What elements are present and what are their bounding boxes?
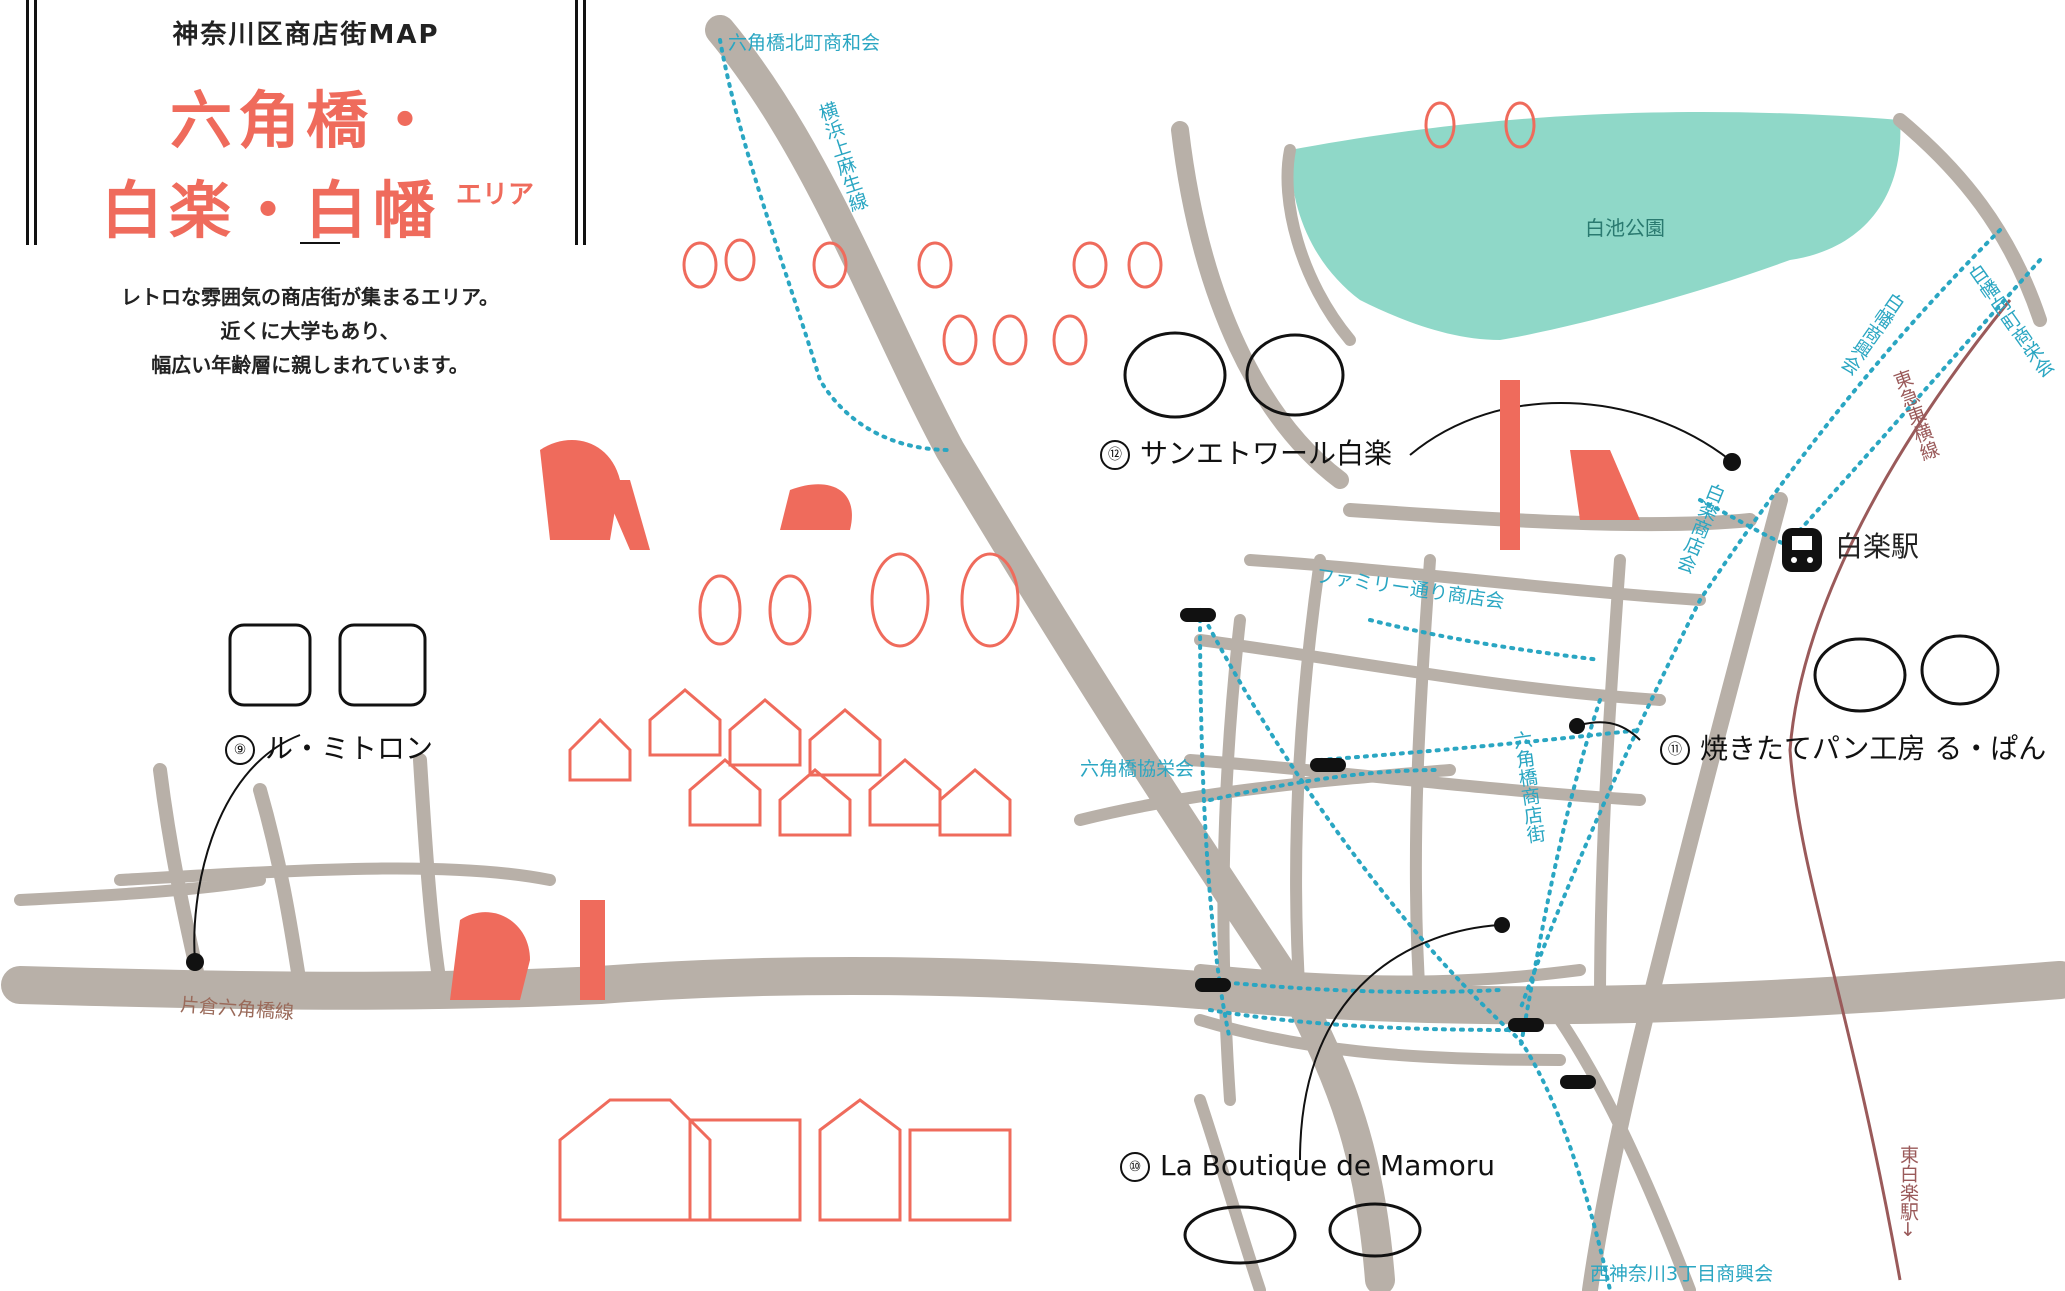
shop-number: ⑩ [1120, 1152, 1150, 1182]
bakery-item-illustrations [228, 331, 2000, 1265]
station-label[interactable]: 白楽駅 [1835, 530, 1920, 563]
bus-stops [1180, 608, 1596, 1089]
shop-name: ル・ミトロン [265, 732, 434, 765]
shopping-street-lines [718, 38, 2042, 1291]
shop-number: ⑫ [1100, 440, 1130, 470]
street-label-kitarokkaku: 六角橋北町商和会 [728, 32, 881, 54]
shop-label-mamoru[interactable]: ⑩ La Boutique de Mamoru [1120, 1152, 1495, 1182]
description-line: 幅広い年齢層に親しまれています。 [151, 353, 469, 377]
shop-name: La Boutique de Mamoru [1160, 1149, 1496, 1182]
street-label-rokkaku-kyoei: 六角橋協栄会 [1080, 758, 1195, 780]
map-subtitle: 神奈川区商店街MAP [172, 20, 440, 50]
map-title-suffix: エリア [456, 180, 535, 210]
title-divider [300, 242, 340, 244]
roads [1, 15, 2065, 1291]
railway-direction-label: 東白楽駅→ [1897, 1145, 1919, 1237]
house-illustrations [558, 688, 1012, 1222]
shop-name: 焼きたてパン工房 る・ぱん [1700, 732, 2047, 765]
shop-label-lepan[interactable]: ⑪ 焼きたてパン工房 る・ぱん [1660, 735, 2046, 765]
title-bar-left-inner [34, 0, 37, 245]
shop-label-sunetoile[interactable]: ⑫ サンエトワール白楽 [1100, 440, 1392, 470]
street-label-nishikanagawa: 西神奈川3丁目商興会 [1590, 1263, 1774, 1285]
title-bar-right [583, 0, 586, 245]
title-bar-left [26, 0, 29, 245]
station-icon [1782, 528, 1822, 572]
shop-label-lemitron[interactable]: ⑨ ル・ミトロン [225, 735, 433, 765]
leader-dots [186, 453, 1741, 971]
area-description: レトロな雰囲気の商店街が集まるエリア。 近くに大学もあり、 幅広い年齢層に親しま… [30, 280, 590, 382]
park-label: 白池公園 [1585, 216, 1665, 240]
title-bar-right-inner [575, 0, 578, 245]
description-line: 近くに大学もあり、 [220, 319, 400, 343]
leader-lines [193, 402, 1731, 1161]
shop-name: サンエトワール白楽 [1140, 437, 1393, 470]
park-pond [1290, 111, 1901, 340]
map-title-line2: 白楽・白幡 [101, 174, 442, 247]
shop-number: ⑨ [225, 735, 255, 765]
tree-illustrations [682, 101, 1536, 648]
title-block: 神奈川区商店街MAP 六角橋・ 白楽・白幡 エリア [26, 0, 586, 247]
shop-number: ⑪ [1660, 735, 1690, 765]
people-illustrations [450, 380, 1640, 1000]
description-line: レトロな雰囲気の商店街が集まるエリア。 [121, 285, 499, 309]
map-title-line1: 六角橋・ [169, 84, 442, 157]
railway-line [1788, 299, 2012, 1281]
